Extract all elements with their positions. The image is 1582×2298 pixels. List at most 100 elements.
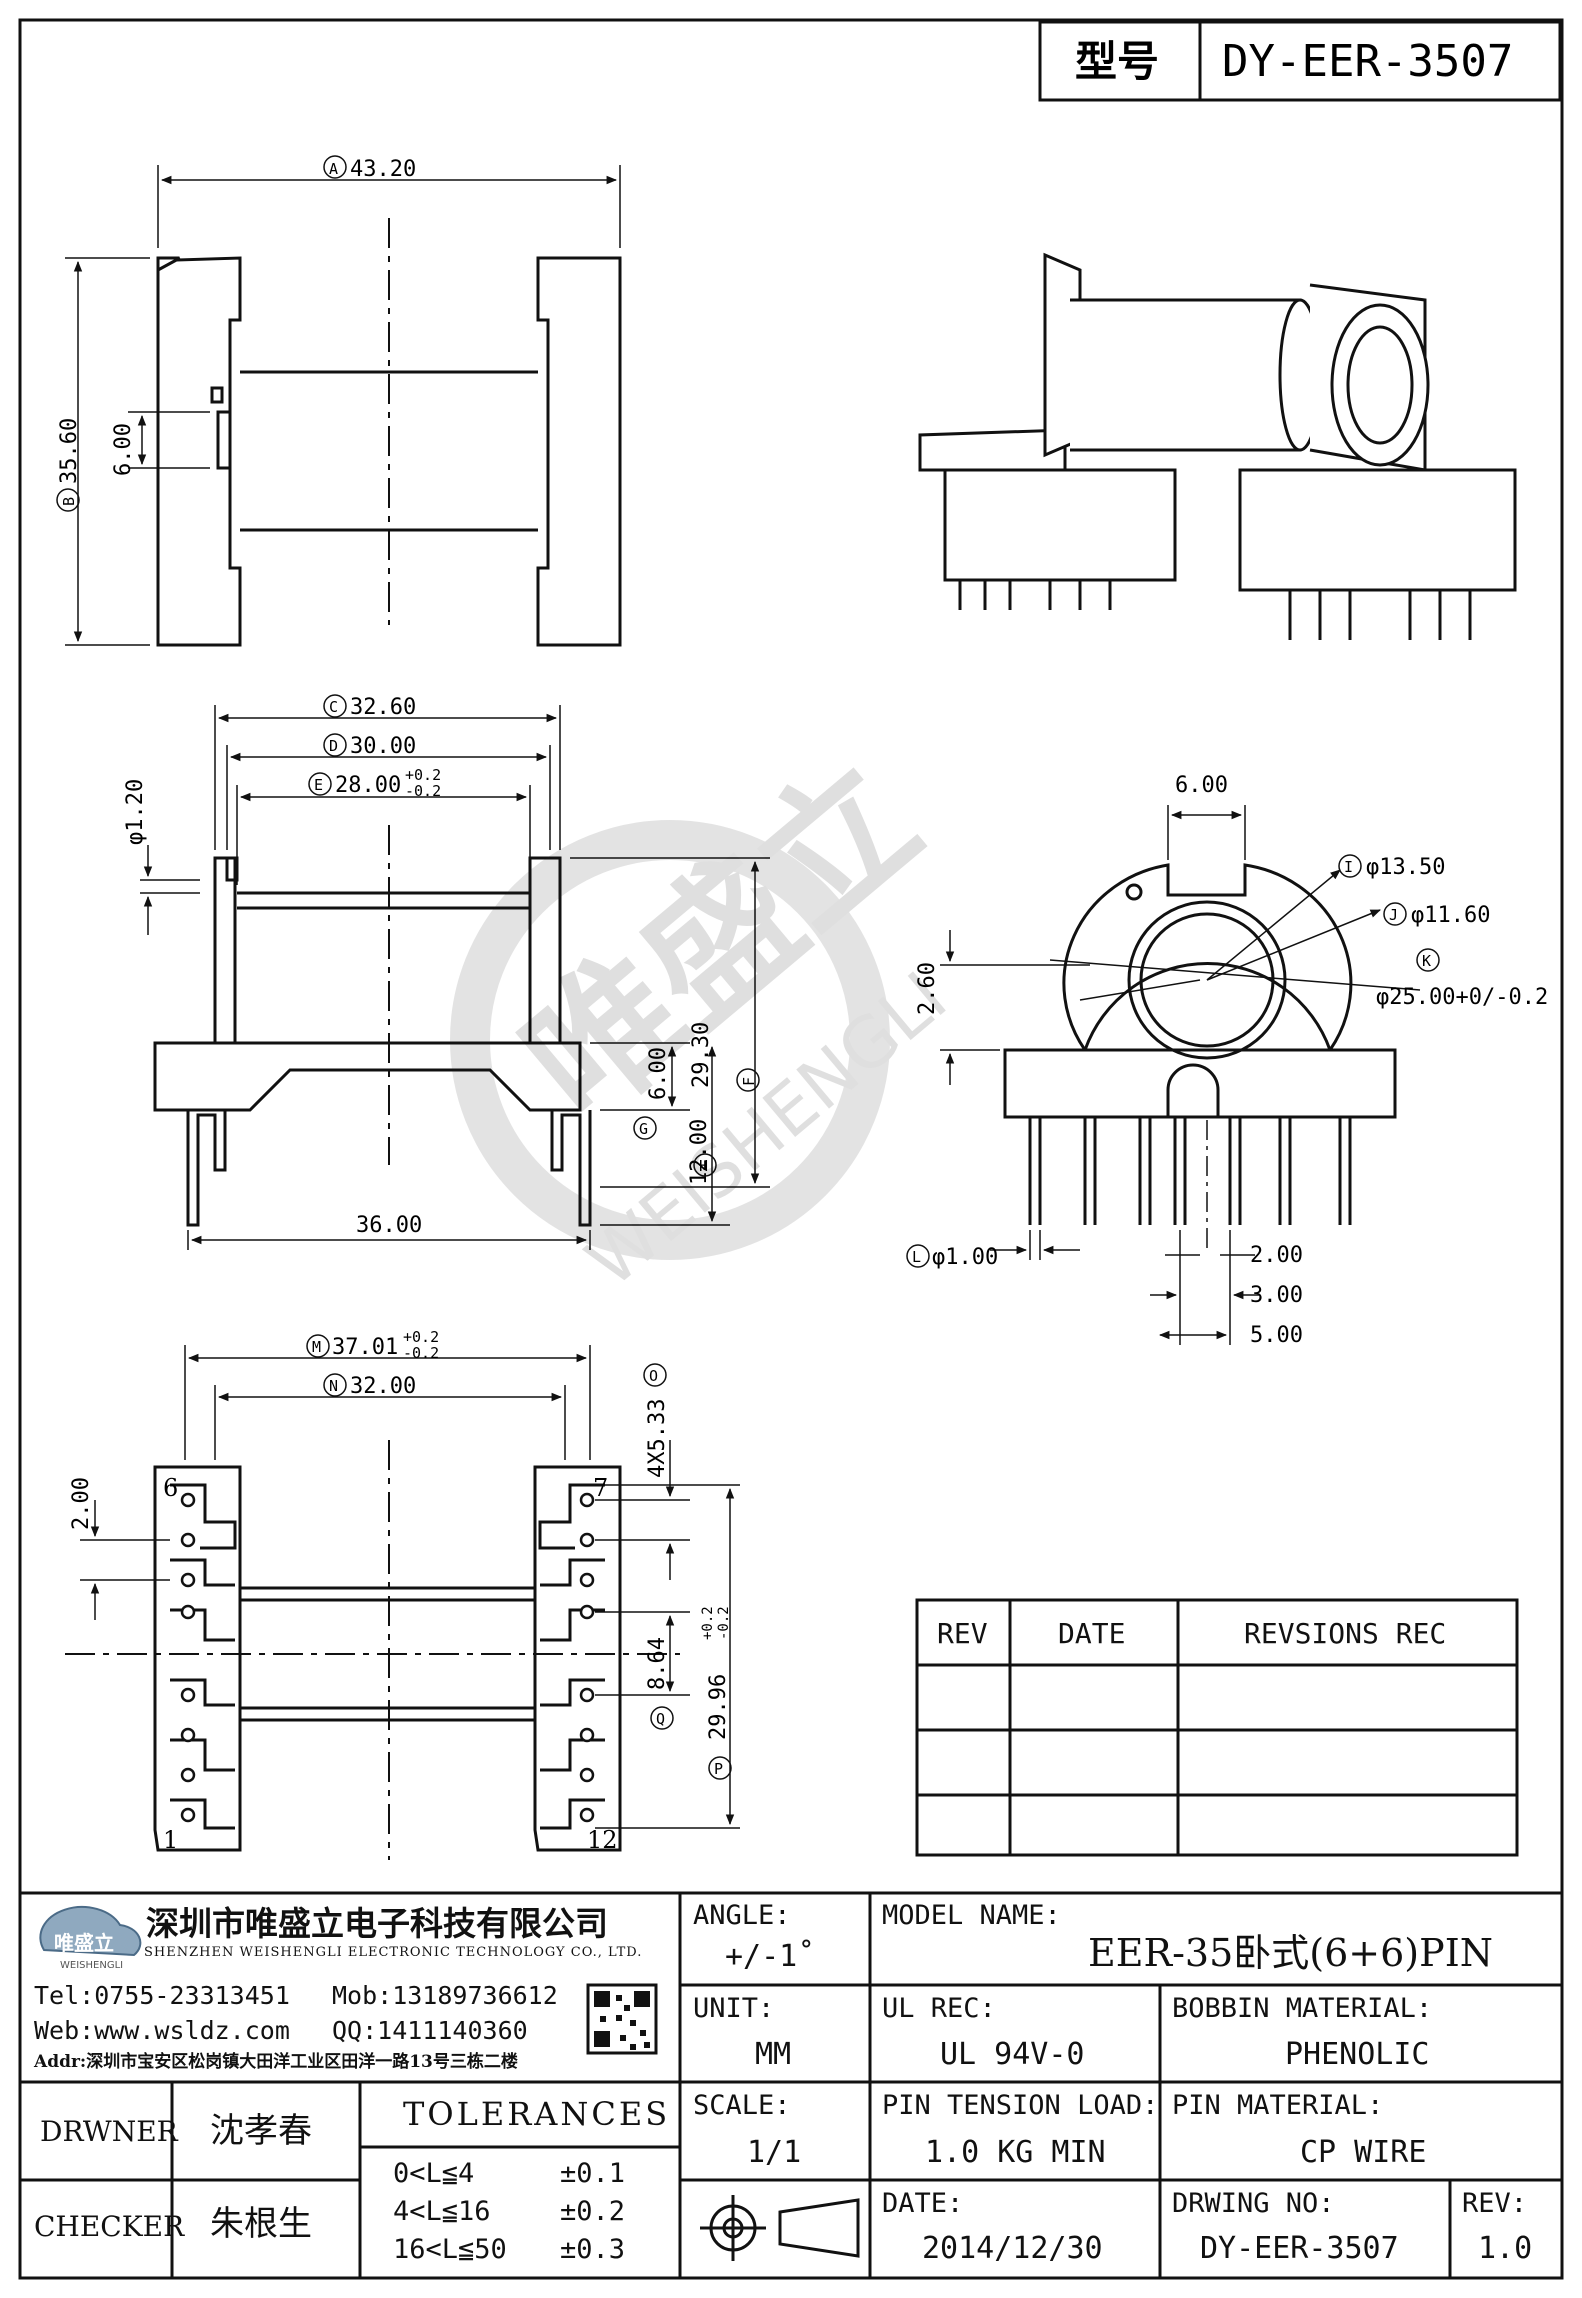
pin-material-value: CP WIRE: [1300, 2135, 1427, 2170]
svg-text:φ1.20: φ1.20: [123, 779, 148, 845]
isometric-view: [918, 252, 1517, 640]
ul-value: UL 94V-0: [940, 2037, 1085, 2072]
svg-text:3.00: 3.00: [1250, 1283, 1303, 1308]
bottom-view: [65, 1440, 680, 1860]
svg-text:30.00: 30.00: [350, 734, 416, 759]
model-name-value: EER-35卧式(6+6)PIN: [1088, 1931, 1493, 1975]
svg-text:E: E: [314, 776, 323, 794]
company-qq: QQ:1411140360: [332, 2016, 528, 2045]
company-tel: Tel:0755-23313451: [34, 1981, 290, 2010]
svg-text:C: C: [329, 698, 338, 716]
svg-text:29.96: 29.96: [706, 1674, 731, 1740]
svg-text:WEISHENGLI: WEISHENGLI: [60, 1960, 123, 1971]
svg-text:-0.2: -0.2: [716, 1606, 732, 1640]
front-view-dims: [140, 705, 770, 1250]
projection-symbol: [700, 2195, 860, 2261]
svg-text:32.00: 32.00: [350, 1374, 416, 1399]
rev-header: REV: [937, 1617, 988, 1650]
svg-text:37.01: 37.01: [332, 1335, 398, 1360]
svg-text:2.00: 2.00: [69, 1477, 94, 1530]
svg-text:B: B: [60, 497, 78, 506]
svg-text:P: P: [714, 1760, 723, 1778]
svg-text:32.60: 32.60: [350, 695, 416, 720]
angle-value: +/-1˚: [725, 1939, 816, 1974]
date-value: 2014/12/30: [922, 2231, 1103, 2266]
header-box: 型号 DY-EER-3507: [1038, 20, 1562, 102]
model-name-label: MODEL NAME:: [882, 1900, 1061, 1931]
svg-text:2.60: 2.60: [915, 962, 940, 1015]
pin-tension-value: 1.0 KG MIN: [925, 2135, 1106, 2170]
checker-value: 朱根生: [210, 2204, 312, 2244]
model-label: 型号: [1075, 37, 1159, 86]
bobbin-material-value: PHENOLIC: [1285, 2037, 1430, 2072]
svg-text:F: F: [740, 1077, 758, 1086]
svg-text:2.00: 2.00: [1250, 1243, 1303, 1268]
svg-text:4X5.33: 4X5.33: [645, 1399, 670, 1478]
svg-text:29.30: 29.30: [689, 1022, 714, 1088]
tol-range-1: 0<L≦4: [393, 2158, 475, 2189]
svg-text:φ13.50: φ13.50: [1366, 855, 1445, 880]
svg-text:+0.2: +0.2: [403, 1328, 439, 1346]
side-view: [1003, 863, 1397, 1250]
svg-text:36.00: 36.00: [356, 1213, 422, 1238]
bobbin-material-label: BOBBIN MATERIAL:: [1172, 1993, 1433, 2024]
svg-text:1: 1: [163, 1826, 178, 1854]
revisions-rec-header: REVSIONS REC: [1244, 1617, 1447, 1650]
side-view-dims: [940, 805, 1421, 1345]
svg-text:φ11.60: φ11.60: [1411, 903, 1490, 928]
front-view-labels: C 32.60 D 30.00 E 28.00 +0.2 -0.2 φ1.20 …: [123, 694, 760, 1238]
company-name-en: SHENZHEN WEISHENGLI ELECTRONIC TECHNOLOG…: [144, 1945, 643, 1960]
company-logo: 唯盛立 WEISHENGLI: [39, 1905, 142, 1971]
svg-text:H: H: [699, 1157, 708, 1175]
svg-text:L: L: [912, 1248, 921, 1266]
tol-value-1: ±0.1: [560, 2158, 626, 2189]
checker-label: CHECKER: [34, 2210, 185, 2243]
svg-text:6.00: 6.00: [1175, 773, 1228, 798]
top-view: [156, 218, 622, 647]
svg-text:J: J: [1389, 906, 1398, 924]
company-address: Addr:深圳市宝安区松岗镇大田洋工业区田洋一路13号三栋二楼: [34, 2052, 518, 2072]
svg-text:6: 6: [163, 1474, 178, 1502]
tol-value-3: ±0.3: [560, 2234, 626, 2265]
tol-value-2: ±0.2: [560, 2196, 626, 2227]
drawing-no-label: DRWING NO:: [1172, 2188, 1335, 2219]
scale-value: 1/1: [747, 2135, 802, 2170]
unit-value: MM: [755, 2037, 792, 2072]
ul-label: UL REC:: [882, 1993, 996, 2024]
svg-text:N: N: [329, 1377, 338, 1395]
drawer-label: DRWNER: [40, 2115, 178, 2148]
svg-text:O: O: [649, 1367, 658, 1385]
svg-text:-0.2: -0.2: [405, 782, 441, 800]
svg-text:φ1.00: φ1.00: [932, 1245, 998, 1270]
svg-text:7: 7: [593, 1474, 608, 1502]
company-name-cn: 深圳市唯盛立电子科技有限公司: [146, 1904, 608, 1943]
company-mob: Mob:13189736612: [332, 1981, 558, 2010]
date-header: DATE: [1058, 1617, 1126, 1650]
svg-text:D: D: [329, 737, 338, 755]
svg-text:-0.2: -0.2: [403, 1344, 439, 1362]
rev-label: REV:: [1462, 2188, 1528, 2219]
bottom-view-dims: [80, 1345, 740, 1829]
sheet-border: [18, 18, 1564, 2280]
tolerances-label: TOLERANCES: [403, 2095, 671, 2133]
svg-text:A: A: [329, 160, 338, 178]
pin-tension-label: PIN TENSION LOAD:: [882, 2090, 1159, 2121]
svg-text:+0.2: +0.2: [700, 1606, 716, 1640]
qr-code: [586, 1983, 658, 2055]
bottom-view-pins: [180, 1492, 595, 1823]
svg-text:28.00: 28.00: [335, 773, 401, 798]
svg-text:5.00: 5.00: [1250, 1323, 1303, 1348]
top-view-labels: A 43.20 B 35.60 6.00: [56, 155, 416, 512]
side-view-labels: 6.00 I φ13.50 J φ11.60 K φ25.00+0/-0.2 2…: [906, 773, 1548, 1348]
revision-table: [915, 1598, 1519, 1857]
svg-text:43.20: 43.20: [350, 157, 416, 182]
front-view: [153, 825, 592, 1227]
svg-text:I: I: [1344, 858, 1353, 876]
svg-text:K: K: [1422, 952, 1431, 970]
unit-label: UNIT:: [693, 1993, 775, 2024]
scale-label: SCALE:: [693, 2090, 791, 2121]
svg-text:+0.2: +0.2: [405, 766, 441, 784]
